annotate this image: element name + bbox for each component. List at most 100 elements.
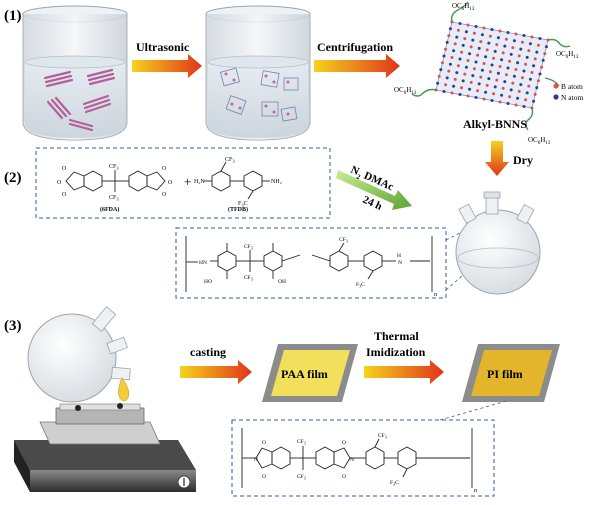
lattice-atom xyxy=(474,25,478,28)
lattice-atom xyxy=(455,35,459,39)
lattice-atom xyxy=(500,58,504,62)
lattice-atom xyxy=(528,77,532,81)
lattice-atom xyxy=(463,72,467,76)
lattice-atom xyxy=(442,54,446,58)
lattice-atom xyxy=(511,81,515,85)
nitrogen-atom-swatch xyxy=(553,94,559,100)
paa-film-label: PAA film xyxy=(281,367,328,381)
lattice-atom xyxy=(471,38,475,42)
svg-text:OC6H13: OC6H13 xyxy=(452,2,475,12)
lattice-atom xyxy=(493,49,497,53)
lattice-atom xyxy=(508,59,512,63)
chain-label-left: OC6H13 xyxy=(394,86,417,96)
lattice-atom xyxy=(538,72,542,76)
lattice-atom xyxy=(533,92,537,96)
lattice-atom xyxy=(509,88,513,92)
lattice-atom xyxy=(504,37,508,41)
svg-text:F3C: F3C xyxy=(356,282,365,289)
lattice-atom xyxy=(536,43,540,47)
nitrogen-legend-label: N atom xyxy=(561,93,583,102)
lattice-atom xyxy=(520,40,524,44)
lattice-atom xyxy=(525,91,529,95)
lattice-atom xyxy=(444,83,448,87)
dry-arrow: Dry xyxy=(485,141,533,176)
lattice-atom xyxy=(469,80,473,84)
casting-arrow: casting xyxy=(180,345,252,384)
lattice-atom xyxy=(464,30,468,34)
lattice-atom xyxy=(444,47,448,51)
lattice-atom xyxy=(440,61,444,65)
pi-film-label: PI film xyxy=(487,367,523,381)
lattice-atom xyxy=(468,52,472,56)
lattice-atom xyxy=(514,103,518,107)
lattice-atom xyxy=(437,74,441,78)
lattice-atom xyxy=(450,56,454,59)
svg-text:O: O xyxy=(168,180,173,186)
lattice-atom xyxy=(479,75,483,79)
lattice-atom xyxy=(532,99,536,103)
lattice-atom xyxy=(536,79,540,83)
centrifugation-arrow: Centrifugation xyxy=(314,40,400,78)
paa-structure-box xyxy=(175,227,447,299)
lattice-atom xyxy=(484,90,488,94)
lattice-atom xyxy=(514,32,518,36)
svg-text:O: O xyxy=(162,192,167,198)
svg-text:CF3: CF3 xyxy=(244,244,253,251)
svg-text:O: O xyxy=(262,440,266,446)
svg-text:HO: HO xyxy=(204,279,212,285)
svg-text:O: O xyxy=(57,180,62,186)
lattice-atom xyxy=(498,29,502,33)
atom-legend: B atom N atom xyxy=(553,82,583,102)
svg-text:CF3: CF3 xyxy=(225,157,235,164)
lattice-atom xyxy=(498,65,502,68)
tfdb-labels: H₂N NH₂ CF3 F3C xyxy=(194,157,282,208)
lattice-atom xyxy=(524,62,528,66)
lattice-atom xyxy=(496,36,500,40)
paa-structure-icon xyxy=(185,236,433,292)
lattice-atom xyxy=(466,23,470,27)
step-label-2: (2) xyxy=(4,170,22,186)
paa-structure-labels: HN HO OH CF3 CF3 CF3 F3C NH n xyxy=(199,237,437,298)
casting-label: casting xyxy=(190,345,226,359)
lattice-atom xyxy=(522,69,526,73)
ultrasonic-label: Ultrasonic xyxy=(136,40,190,54)
lattice-atom xyxy=(458,93,462,96)
svg-text:CF3: CF3 xyxy=(244,275,253,282)
lattice-atom xyxy=(474,96,478,99)
step-label-1: (1) xyxy=(4,8,22,24)
svg-text:F3C: F3C xyxy=(238,201,248,208)
svg-text:CF3: CF3 xyxy=(297,439,306,446)
6fda-structure-icon xyxy=(65,170,166,192)
tfdb-label: (TFDB) xyxy=(228,206,248,213)
svg-text:OC6H13: OC6H13 xyxy=(528,136,551,146)
lattice-atom xyxy=(535,86,539,90)
tfdb-structure-icon xyxy=(204,161,270,200)
svg-text:CF3: CF3 xyxy=(109,195,119,202)
thermal-imidization-arrow: Thermal Imidization xyxy=(364,329,444,384)
lattice-atom xyxy=(464,65,468,69)
lattice-atom xyxy=(522,34,526,37)
lattice-atom xyxy=(466,59,470,62)
beaker-1-icon xyxy=(22,5,128,141)
lattice-atom xyxy=(516,96,520,100)
lattice-atom xyxy=(522,105,526,108)
lattice-atom xyxy=(448,27,452,31)
lattice-atom xyxy=(527,49,531,53)
lattice-atom xyxy=(488,34,492,38)
svg-text:N: N xyxy=(254,457,258,463)
lattice-atom xyxy=(442,90,446,93)
lattice-atom xyxy=(445,76,449,80)
lattice-atom xyxy=(506,66,510,70)
lattice-atom xyxy=(527,84,531,88)
svg-text:OC6H13: OC6H13 xyxy=(556,50,579,60)
svg-text:n: n xyxy=(434,292,437,298)
lattice-atom xyxy=(506,31,510,34)
chain-label-right: OC6H13 xyxy=(556,50,579,60)
svg-text:O: O xyxy=(262,474,266,480)
lattice-atom xyxy=(490,99,494,102)
lattice-atom xyxy=(479,40,483,44)
lattice-atom xyxy=(498,100,502,104)
lattice-atom xyxy=(517,54,521,58)
lattice-atom xyxy=(460,50,464,54)
